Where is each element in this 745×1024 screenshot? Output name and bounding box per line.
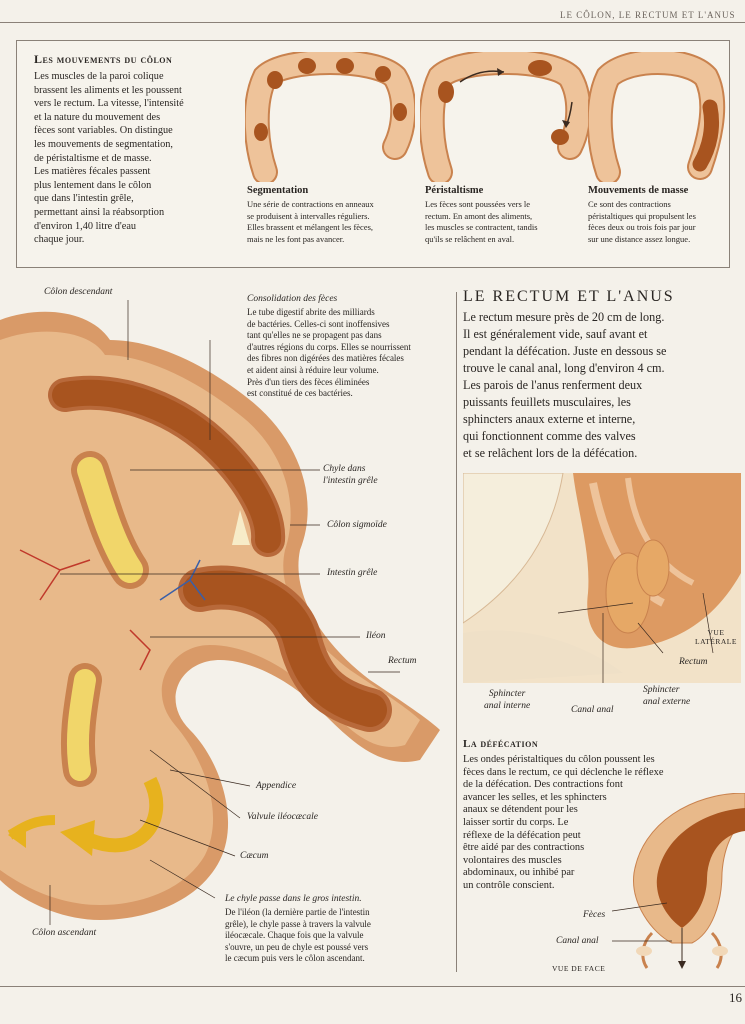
chyle-text: De l'iléon (la dernière partie de l'inte…: [225, 907, 371, 964]
colon-anatomy-illustration: [0, 300, 440, 925]
label-rectum: Rectum: [388, 656, 417, 666]
colon-movements-title: Les mouvements du côlon: [34, 52, 173, 66]
label-colon-descendant: Côlon descendant: [44, 287, 113, 297]
colon-movements-text: Les muscles de la paroi colique brassent…: [34, 71, 184, 246]
segmentation-title: Segmentation: [247, 185, 309, 196]
mass-movement-title: Mouvements de masse: [588, 185, 689, 196]
label-lateral-view: VUE LATÉRALE: [695, 628, 737, 646]
label-colon-sigmoide: Côlon sigmoïde: [327, 520, 387, 530]
chyle-title: Le chyle passe dans le gros intestin.: [225, 894, 362, 904]
label-appendice: Appendice: [256, 781, 297, 791]
running-header: Le côlon, le rectum et l'anus: [560, 10, 736, 20]
peristaltism-title: Péristaltisme: [425, 185, 484, 196]
label-rectum-lateral: Rectum: [679, 657, 708, 667]
segmentation-text: Une série de contractions en anneaux se …: [247, 199, 374, 244]
label-colon-ascendant: Côlon ascendant: [32, 928, 97, 938]
rectum-anus-text: Le rectum mesure près de 20 cm de long. …: [463, 310, 667, 460]
footer-rule: [0, 986, 745, 987]
column-rule: [456, 292, 457, 972]
defecation-illustration: [612, 793, 745, 969]
label-sphincter-interne: Sphincter anal interne: [484, 689, 531, 711]
label-feces: Fèces: [583, 910, 606, 920]
rectum-lateral-illustration: [463, 473, 741, 683]
header-rule: [0, 22, 745, 23]
mass-movement-illustration: [588, 52, 726, 182]
consolidation-title: Consolidation des fèces: [247, 294, 338, 304]
peristaltism-text: Les fèces sont poussées vers le rectum. …: [425, 199, 538, 244]
label-canal-anal-front: Canal anal: [556, 936, 599, 946]
defecation-text: Les ondes péristaltiques du côlon pousse…: [463, 754, 664, 891]
label-valvule: Valvule iléocæcale: [247, 812, 318, 822]
mass-movement-text: Ce sont des contractions péristaltiques …: [588, 199, 696, 244]
label-front-view: VUE DE FACE: [552, 964, 606, 973]
label-intestin-grele: Intestin grêle: [327, 568, 378, 578]
rectum-anus-title: Le rectum et l'anus: [463, 288, 675, 305]
page-number: 16: [729, 990, 742, 1005]
segmentation-illustration: [245, 52, 415, 182]
label-sphincter-externe: Sphincter anal externe: [643, 685, 691, 707]
label-ileon: Iléon: [366, 631, 386, 641]
defecation-title: La défécation: [463, 738, 539, 750]
label-caecum: Cæcum: [240, 851, 269, 861]
consolidation-text: Le tube digestif abrite des milliards de…: [247, 307, 411, 399]
label-chyle-grele: Chyle dans l'intestin grêle: [323, 464, 378, 486]
peristaltism-illustration: [420, 52, 590, 182]
label-canal-anal-lateral: Canal anal: [571, 705, 614, 715]
